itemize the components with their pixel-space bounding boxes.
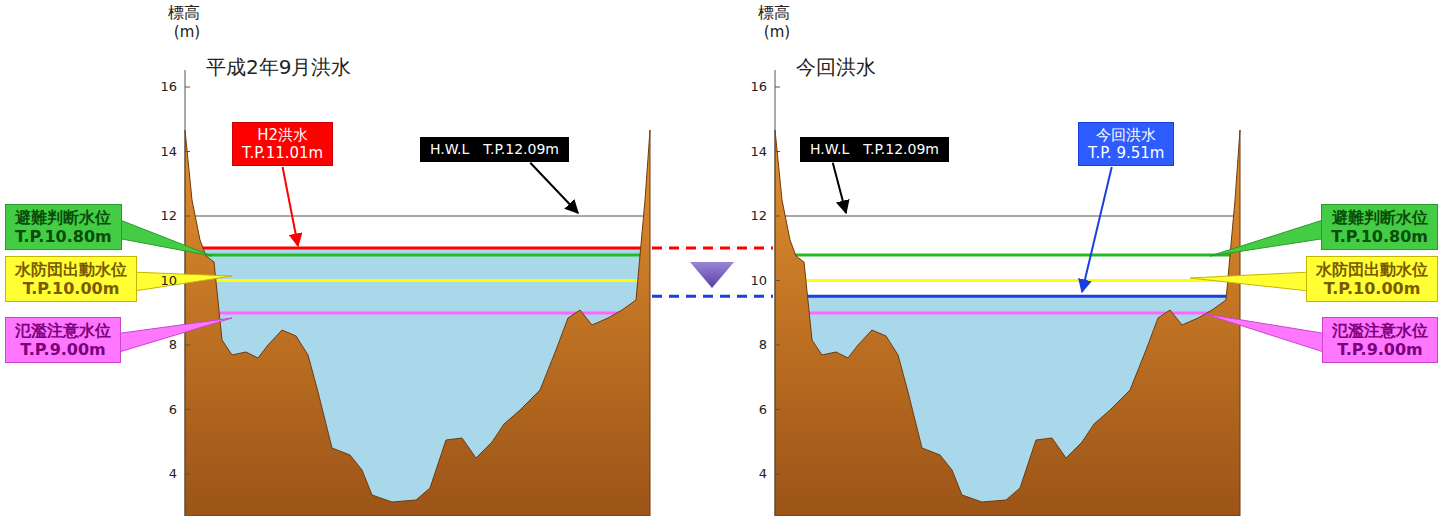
evacuation-level-callout: 避難判断水位T.P.10.80m xyxy=(1321,204,1438,250)
dashed-current-level xyxy=(652,295,773,298)
leader-arrow xyxy=(283,167,298,246)
flood-fighting-level-callout: 水防団出動水位T.P.10.00m xyxy=(5,256,137,302)
axis xyxy=(185,70,190,516)
callout-pointer xyxy=(1205,314,1323,352)
flood-fighting-line xyxy=(775,279,1240,282)
tick-label: 14 xyxy=(160,144,177,159)
axis-unit: (m) xyxy=(764,24,790,41)
right-section xyxy=(775,70,1240,516)
tick-label: 14 xyxy=(750,144,767,159)
flood-fighting-line xyxy=(185,279,650,282)
leader-arrow xyxy=(833,163,846,213)
level-text: T.P.10.80m xyxy=(1331,227,1428,246)
leader-arrow xyxy=(1082,167,1112,292)
level-text: H2洪水 xyxy=(242,126,323,144)
caution-level-callout: 氾濫注意水位T.P.9.00m xyxy=(1322,317,1438,363)
evacuation-level-callout: 避難判断水位T.P.10.80m xyxy=(5,204,122,250)
tick-label: 8 xyxy=(759,338,767,353)
hwl-line xyxy=(185,215,650,217)
level-text: 水防団出動水位 xyxy=(1316,260,1428,279)
level-text: T.P.10.80m xyxy=(15,227,112,246)
level-text: H.W.L T.P.12.09m xyxy=(430,141,559,158)
hwl-box: H.W.L T.P.12.09m xyxy=(800,137,949,162)
flood-level-box: H2洪水T.P.11.01m xyxy=(232,122,333,166)
level-text: T.P.11.01m xyxy=(242,144,323,162)
tick-label: 6 xyxy=(759,402,767,417)
tick-label: 16 xyxy=(160,80,177,95)
tick-label: 6 xyxy=(169,402,177,417)
dashed-h2-level xyxy=(652,247,773,250)
level-text: T.P.9.00m xyxy=(1332,340,1428,359)
callout-pointer xyxy=(121,220,212,256)
axis-title: 標高 xyxy=(168,4,200,22)
h2-flood-line xyxy=(185,247,650,250)
tick-label: 12 xyxy=(160,209,177,224)
axis-unit: (m) xyxy=(174,24,200,41)
level-text: T.P.9.00m xyxy=(15,340,111,359)
level-text: 氾濫注意水位 xyxy=(1332,321,1428,340)
down-arrow xyxy=(690,262,734,288)
level-text: 水防団出動水位 xyxy=(15,260,127,279)
flood-level-box: 今回洪水T.P. 9.51m xyxy=(1078,122,1174,166)
pointers xyxy=(120,163,1323,352)
callout-pointer xyxy=(136,272,232,291)
level-text: T.P.10.00m xyxy=(15,279,127,298)
level-text: 今回洪水 xyxy=(1088,126,1164,144)
level-text: 避難判断水位 xyxy=(1331,208,1428,227)
ground xyxy=(775,130,1240,516)
axis-title: 標高 xyxy=(758,4,790,22)
axis xyxy=(775,70,780,516)
level-text: 氾濫注意水位 xyxy=(15,321,111,340)
panel-title: 今回洪水 xyxy=(796,56,876,79)
level-text: T.P. 9.51m xyxy=(1088,144,1164,162)
caution-level-callout: 氾濫注意水位T.P.9.00m xyxy=(5,317,121,363)
evacuation-line xyxy=(185,254,650,257)
flood-fighting-level-callout: 水防団出動水位T.P.10.00m xyxy=(1306,256,1438,302)
level-text: T.P.10.00m xyxy=(1316,279,1428,298)
tick-label: 16 xyxy=(750,80,767,95)
current-flood-line xyxy=(775,295,1240,298)
hwl-line xyxy=(775,215,1240,217)
tick-label: 4 xyxy=(169,467,177,482)
callout-pointer xyxy=(120,318,232,352)
left-section xyxy=(185,70,650,516)
evacuation-line xyxy=(775,254,1240,257)
level-text: 避難判断水位 xyxy=(15,208,112,227)
tick-label: 10 xyxy=(750,273,767,288)
leader-arrow xyxy=(530,163,578,213)
tick-label: 10 xyxy=(160,273,177,288)
tick-label: 12 xyxy=(750,209,767,224)
callout-pointer xyxy=(1210,220,1322,256)
callout-pointer xyxy=(1190,272,1307,291)
tick-label: 8 xyxy=(169,338,177,353)
hwl-box: H.W.L T.P.12.09m xyxy=(420,137,569,162)
ground xyxy=(185,130,650,516)
tick-label: 4 xyxy=(759,467,767,482)
panel-title: 平成2年9月洪水 xyxy=(206,56,351,79)
level-text: H.W.L T.P.12.09m xyxy=(810,141,939,158)
